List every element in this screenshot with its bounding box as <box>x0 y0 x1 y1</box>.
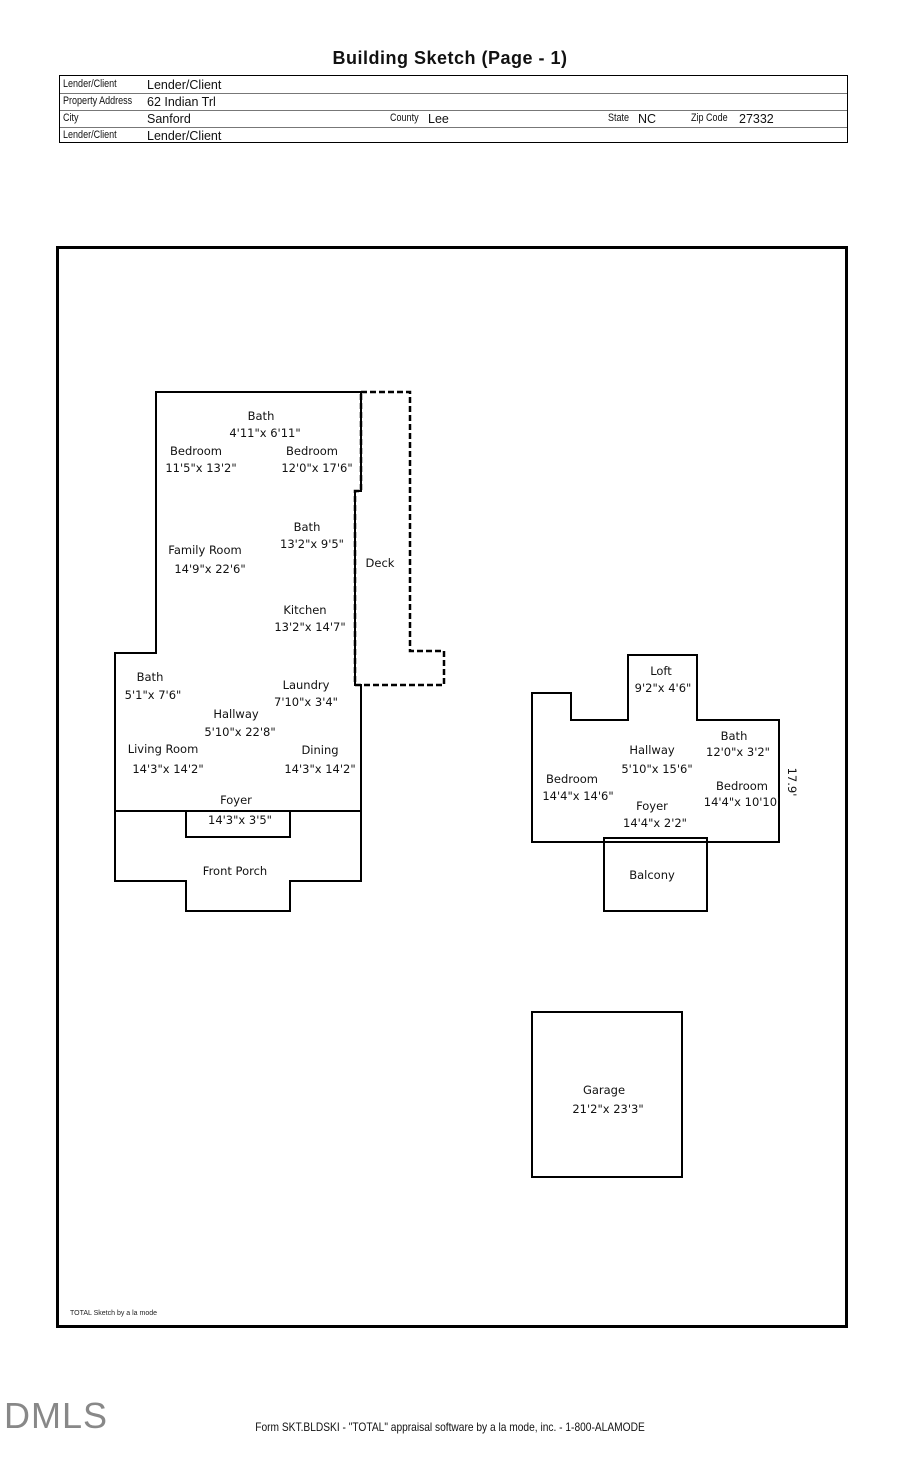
info-row-address: Property Address 62 Indian Trl <box>60 93 847 111</box>
room-bath-top-name: Bath <box>248 409 275 423</box>
county-label: County <box>390 112 419 124</box>
property-info-table: Lender/Client Lender/Client Property Add… <box>59 75 848 143</box>
address-label: Property Address <box>63 95 133 107</box>
room-bath-mid-name: Bath <box>294 520 321 534</box>
room-foyer-upper-name: Foyer <box>636 799 668 813</box>
room-bedroom-right-dim: 12'0"x 17'6" <box>281 461 352 475</box>
zip-value: 27332 <box>739 112 774 126</box>
upper-floor-outline <box>531 654 780 843</box>
room-living-room-dim: 14'3"x 14'2" <box>132 762 203 776</box>
room-kitchen-dim: 13'2"x 14'7" <box>274 620 345 634</box>
lender2-value: Lender/Client <box>147 129 222 143</box>
sketch-frame <box>56 246 848 1328</box>
city-label: City <box>63 112 79 124</box>
room-deck-name: Deck <box>366 556 395 570</box>
room-bedroom-upper-right-dim: 14'4"x 10'10' <box>704 795 780 809</box>
lender-value: Lender/Client <box>147 78 222 92</box>
room-dining-dim: 14'3"x 14'2" <box>284 762 355 776</box>
room-front-porch-name: Front Porch <box>203 864 267 878</box>
room-hallway-upper-dim: 5'10"x 15'6" <box>621 762 692 776</box>
room-garage-name: Garage <box>583 1083 625 1097</box>
county-value: Lee <box>428 112 449 126</box>
room-bath-upper-dim: 12'0"x 3'2" <box>706 745 770 759</box>
room-family-room-name: Family Room <box>168 543 241 557</box>
room-foyer-upper-dim: 14'4"x 2'2" <box>623 816 687 830</box>
room-bedroom-upper-left-name: Bedroom <box>546 772 598 786</box>
info-row-lender-2: Lender/Client Lender/Client <box>60 127 847 144</box>
front-porch-outline <box>114 810 362 912</box>
info-row-city: City Sanford County Lee State NC Zip Cod… <box>60 110 847 128</box>
dmls-logo: DMLS <box>4 1395 109 1436</box>
room-bath-lower-name: Bath <box>137 670 164 684</box>
room-dining-name: Dining <box>301 743 338 757</box>
lender-label: Lender/Client <box>63 78 117 90</box>
state-label: State <box>608 112 630 124</box>
state-value: NC <box>638 112 657 126</box>
room-garage-dim: 21'2"x 23'3" <box>572 1102 643 1116</box>
room-hallway-main-dim: 5'10"x 22'8" <box>204 725 275 739</box>
lender2-label: Lender/Client <box>63 129 117 141</box>
zip-label: Zip Code <box>691 112 728 124</box>
room-hallway-main-name: Hallway <box>213 707 259 721</box>
room-bedroom-upper-left-dim: 14'4"x 14'6" <box>542 789 613 803</box>
foyer-outline <box>185 811 291 838</box>
room-bedroom-left-name: Bedroom <box>170 444 222 458</box>
room-foyer-main-dim: 14'3"x 3'5" <box>208 813 272 827</box>
garage-outline <box>531 1011 683 1178</box>
room-kitchen-name: Kitchen <box>283 603 326 617</box>
room-bath-upper-name: Bath <box>721 729 748 743</box>
room-laundry-dim: 7'10"x 3'4" <box>274 695 338 709</box>
balcony-outline <box>603 837 708 912</box>
address-value: 62 Indian Trl <box>147 95 216 109</box>
room-balcony-name: Balcony <box>629 868 675 882</box>
room-loft-name: Loft <box>650 664 672 678</box>
room-bedroom-left-dim: 11'5"x 13'2" <box>165 461 236 475</box>
form-footer: Form SKT.BLDSKI - "TOTAL" appraisal soft… <box>255 1420 645 1434</box>
room-living-room-name: Living Room <box>128 742 199 756</box>
room-bath-mid-dim: 13'2"x 9'5" <box>280 537 344 551</box>
info-row-lender: Lender/Client Lender/Client <box>60 76 847 94</box>
room-bedroom-right-name: Bedroom <box>286 444 338 458</box>
room-foyer-main-name: Foyer <box>220 793 252 807</box>
deck-outline <box>353 390 446 687</box>
room-bedroom-upper-right-name: Bedroom <box>716 779 768 793</box>
city-value: Sanford <box>147 112 191 126</box>
room-family-room-dim: 14'9"x 22'6" <box>174 562 245 576</box>
room-loft-dim: 9'2"x 4'6" <box>635 681 692 695</box>
room-bath-top-dim: 4'11"x 6'11" <box>229 426 300 440</box>
room-laundry-name: Laundry <box>283 678 330 692</box>
room-bath-lower-dim: 5'1"x 7'6" <box>125 688 182 702</box>
software-note: TOTAL Sketch by a la mode <box>70 1310 158 1317</box>
side-dimension-label: 17.9' <box>785 768 799 797</box>
room-hallway-upper-name: Hallway <box>629 743 675 757</box>
page-title: Building Sketch (Page - 1) <box>332 48 568 68</box>
